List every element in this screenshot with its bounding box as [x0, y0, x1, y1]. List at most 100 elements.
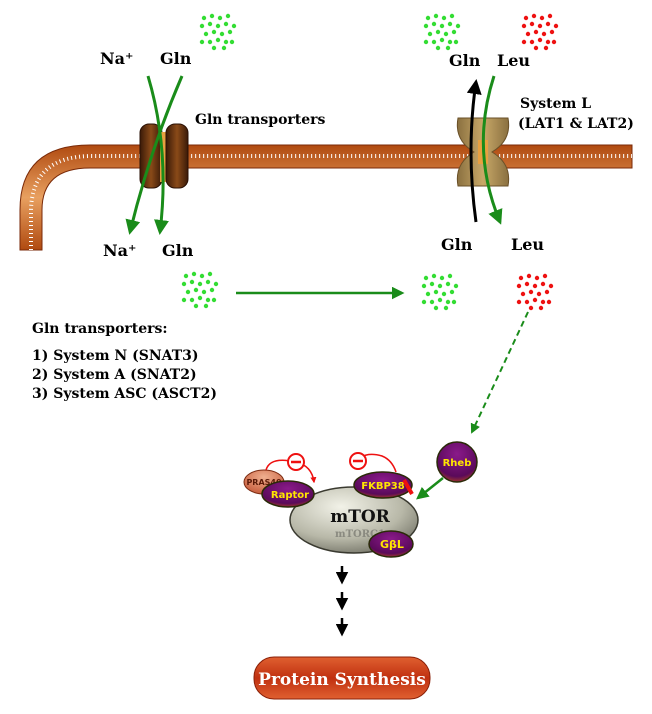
amino-acid-dot — [439, 37, 445, 43]
amino-acid-dot — [536, 291, 542, 297]
amino-acid-dot — [207, 21, 213, 27]
amino-acid-dot — [205, 279, 211, 285]
amino-acid-dot — [185, 289, 191, 295]
amino-acid-dot — [201, 289, 207, 295]
amino-acid-dot — [199, 39, 205, 45]
amino-acid-dot — [421, 299, 427, 305]
amino-acid-dot — [213, 281, 219, 287]
amino-acid-dot — [441, 15, 447, 21]
amino-acid-dot — [453, 283, 459, 289]
left-outside-gln-label: Gln — [160, 49, 192, 68]
amino-acid-dot — [435, 45, 441, 51]
amino-acid-dot — [447, 21, 453, 27]
amino-acid-dot — [205, 297, 211, 303]
amino-acid-dot — [433, 305, 439, 311]
amino-acid-dot — [537, 23, 543, 29]
rheb-activation-arrow — [416, 477, 444, 500]
amino-acid-dot — [437, 297, 443, 303]
amino-acid-dot — [529, 39, 535, 45]
amino-acid-dot — [551, 39, 557, 45]
amino-acid-dot — [547, 13, 553, 19]
amino-acid-dot — [431, 273, 437, 279]
amino-acid-dot — [209, 287, 215, 293]
amino-acid-dot — [431, 39, 437, 45]
amino-acid-dot — [544, 289, 550, 295]
leucine-cluster — [521, 13, 559, 51]
amino-acid-dot — [532, 283, 538, 289]
right-inside-gln-label: Gln — [441, 235, 473, 254]
amino-acid-dot — [221, 45, 227, 51]
amino-acid-dot — [549, 29, 555, 35]
right-inside-leu-label: Leu — [511, 235, 544, 254]
amino-acid-dot — [211, 29, 217, 35]
amino-acid-dot — [449, 289, 455, 295]
amino-acid-dot — [445, 299, 451, 305]
amino-acid-dot — [421, 283, 427, 289]
amino-acid-dot — [427, 31, 433, 37]
transporter-list-item: 2) System A (SNAT2) — [32, 367, 197, 383]
amino-acid-dot — [423, 275, 429, 281]
amino-acid-dot — [191, 271, 197, 277]
raptor-node — [261, 480, 315, 508]
amino-acid-dot — [223, 39, 229, 45]
amino-acid-dot — [203, 303, 209, 309]
amino-acid-dot — [543, 45, 549, 51]
transporter-list-item: 3) System ASC (ASCT2) — [32, 386, 217, 402]
amino-acid-dot — [209, 13, 215, 19]
amino-acid-dot — [211, 45, 217, 51]
pras40-label: PRAS40 — [246, 478, 282, 487]
left-outside-na-label: Na⁺ — [100, 49, 133, 68]
amino-acid-dot — [223, 21, 229, 27]
rheb-node: Rheb — [436, 441, 478, 483]
glutamine-cluster — [423, 13, 461, 51]
amino-acid-dot — [545, 21, 551, 27]
transporter-list: Gln transporters: 1) System N (SNAT3) 2)… — [32, 321, 217, 402]
amino-acid-dot — [207, 271, 213, 277]
left-transport-arrows — [125, 75, 184, 235]
amino-acid-dot — [225, 13, 231, 19]
amino-acid-dot — [453, 39, 459, 45]
amino-acid-dot — [528, 289, 534, 295]
fkbp38-label: FKBP38 — [361, 481, 404, 492]
amino-acid-dot — [199, 273, 205, 279]
amino-acid-dot — [197, 295, 203, 301]
amino-acid-dot — [540, 281, 546, 287]
amino-acid-dot — [193, 303, 199, 309]
amino-acid-dot — [538, 305, 544, 311]
right-outside-gln-label: Gln — [449, 51, 481, 70]
amino-acid-dot — [441, 291, 447, 297]
amino-acid-dot — [207, 39, 213, 45]
leucine-signal-arrow — [470, 311, 529, 434]
amino-acid-dot — [518, 275, 524, 281]
mtor-label: mTOR — [330, 507, 390, 527]
amino-acid-dot — [529, 21, 535, 27]
amino-acid-dot — [181, 281, 187, 287]
leucine-cluster — [516, 273, 554, 311]
amino-acid-dot — [545, 39, 551, 45]
amino-acid-dot — [439, 23, 445, 29]
amino-acid-dot — [525, 31, 531, 37]
system-l-label: System L — [520, 96, 591, 112]
amino-acid-dot — [227, 29, 233, 35]
amino-acid-dot — [451, 29, 457, 35]
amino-acid-dot — [437, 283, 443, 289]
rheb-label: Rheb — [443, 458, 472, 469]
raptor-label: Raptor — [271, 490, 309, 501]
amino-acid-dot — [231, 23, 237, 29]
amino-acid-dot — [183, 273, 189, 279]
amino-acid-dot — [449, 13, 455, 19]
right-transport-arrows — [466, 75, 503, 225]
amino-acid-dot — [455, 23, 461, 29]
amino-acid-dot — [548, 283, 554, 289]
amino-acid-dot — [219, 31, 225, 37]
amino-acid-dot — [199, 23, 205, 29]
protein-synthesis-box: Protein Synthesis — [253, 656, 431, 700]
right-outside-leu-label: Leu — [497, 51, 530, 70]
amino-acid-dot — [447, 39, 453, 45]
transporter-list-heading: Gln transporters: — [32, 321, 168, 337]
amino-acid-dot — [526, 273, 532, 279]
amino-acid-dot — [553, 23, 559, 29]
amino-acid-dot — [521, 39, 527, 45]
amino-acid-dot — [423, 23, 429, 29]
